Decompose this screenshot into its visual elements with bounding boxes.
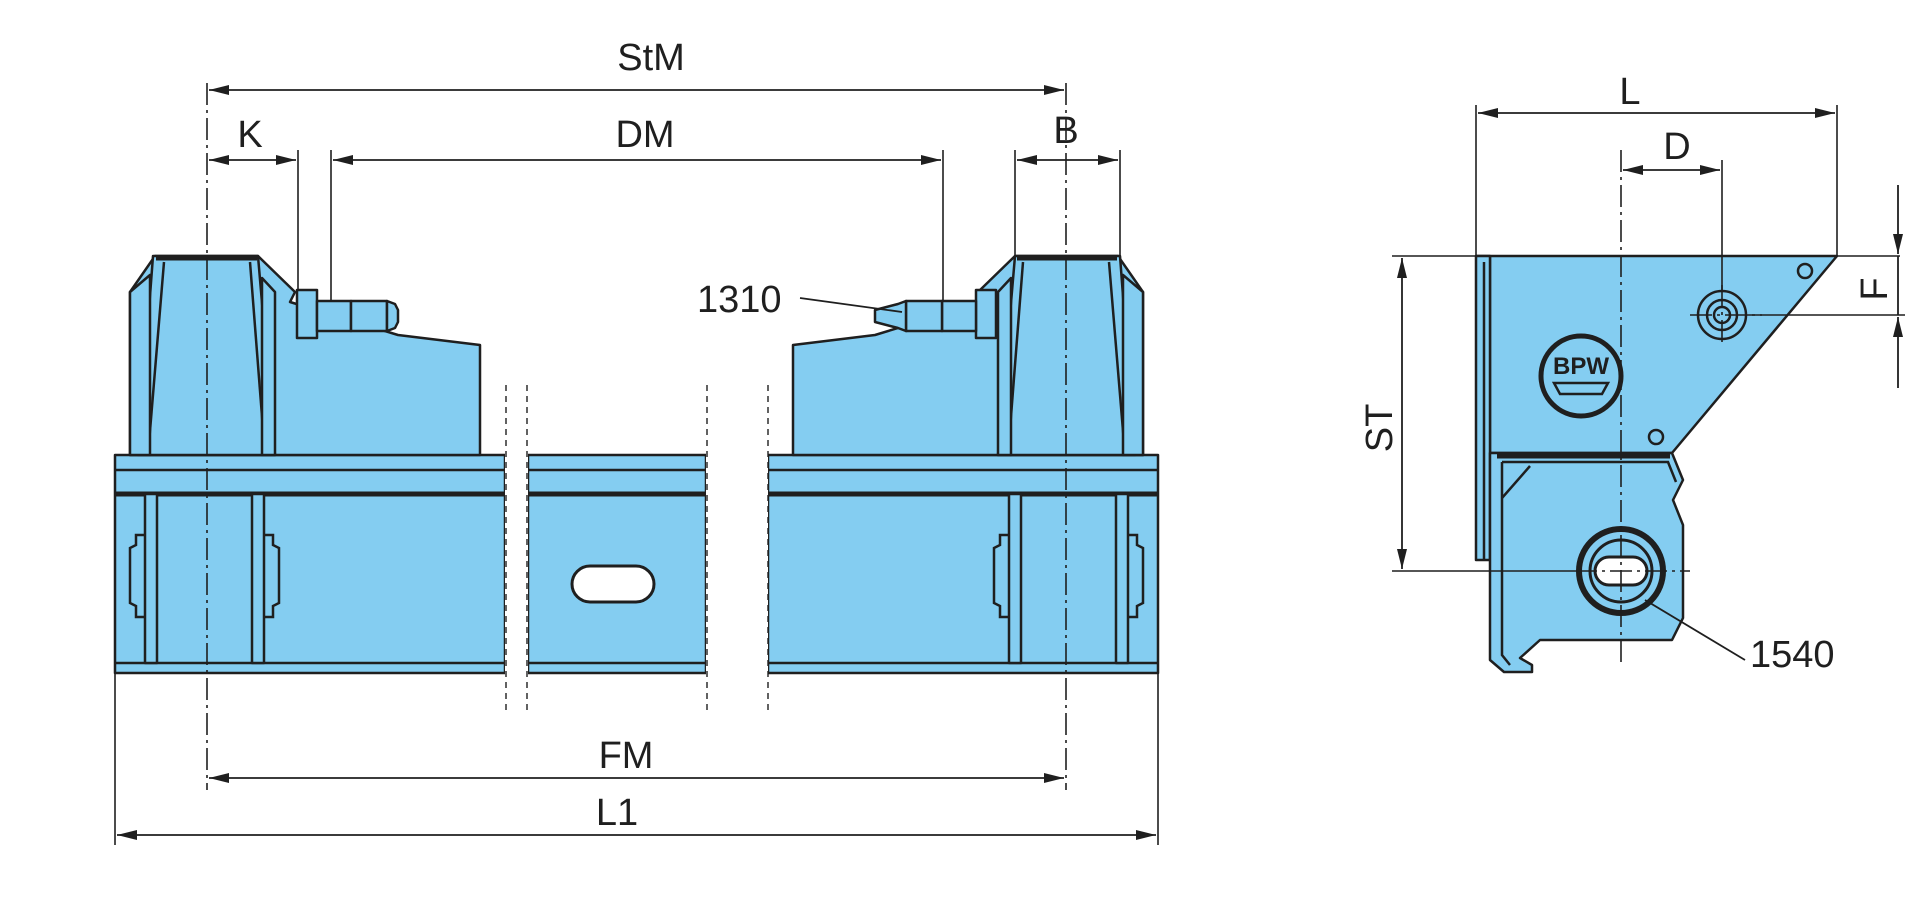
- label-k: K: [237, 114, 262, 156]
- left-bracket: [128, 254, 482, 665]
- side-view: BPW: [1359, 71, 1905, 676]
- beam-left-segment: [113, 453, 507, 675]
- small-hole-lower: [1647, 428, 1665, 446]
- label-part-1540: 1540: [1750, 634, 1835, 676]
- beam-right-segment: [766, 453, 1160, 675]
- label-dm: DM: [615, 114, 674, 156]
- small-hole-top: [1796, 262, 1814, 280]
- front-view: StM K DM B FM L1 1310: [113, 37, 1160, 845]
- label-stm: StM: [617, 37, 685, 79]
- bpw-logo: BPW: [1538, 333, 1624, 419]
- beam-slot: [570, 564, 656, 604]
- leader-1310: [799, 297, 903, 313]
- label-l: L: [1619, 71, 1640, 113]
- label-fm: FM: [599, 735, 654, 777]
- label-l1: L1: [596, 792, 638, 834]
- label-f: F: [1854, 277, 1896, 300]
- label-d: D: [1663, 126, 1690, 168]
- label-st: ST: [1359, 404, 1401, 453]
- svg-text:BPW: BPW: [1553, 353, 1609, 380]
- label-b: B: [1053, 110, 1078, 152]
- beam-middle-segment: [526, 453, 708, 675]
- right-bracket: [791, 254, 1145, 665]
- label-part-1310: 1310: [697, 279, 782, 321]
- side-gusset-plate: [1474, 254, 1839, 455]
- leader-1540: [1644, 599, 1746, 661]
